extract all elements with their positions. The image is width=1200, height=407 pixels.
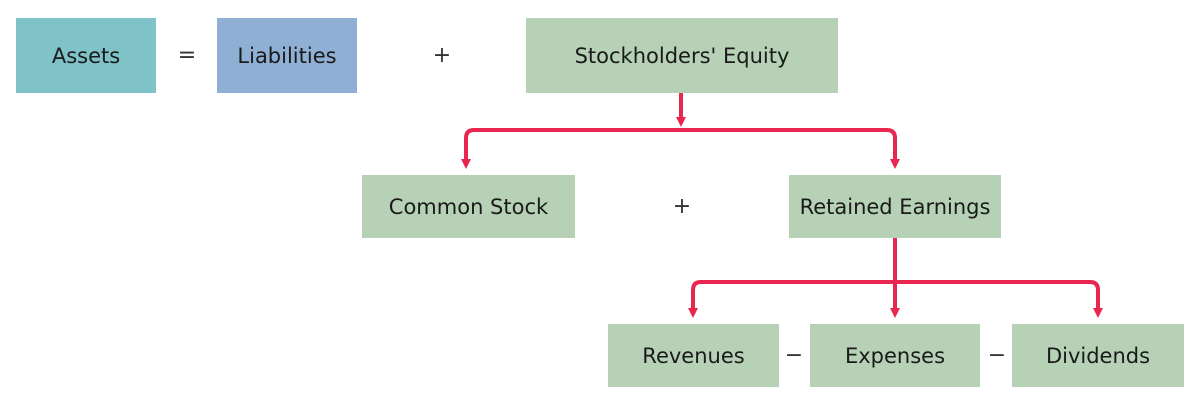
assets-label: Assets [51, 43, 121, 68]
stockholders-equity-label: Stockholders' Equity [574, 43, 790, 68]
dividends-label: Dividends [1045, 343, 1151, 368]
dividends-box: Dividends [1012, 324, 1184, 387]
equals-sign: = [177, 42, 197, 68]
minus-sign-2: − [987, 342, 1007, 368]
expenses-box: Expenses [810, 324, 980, 387]
plus-sign-row1: + [432, 42, 452, 68]
assets-box: Assets [16, 18, 156, 93]
plus-sign-row2: + [672, 193, 692, 219]
revenues-label: Revenues [642, 343, 745, 368]
stockholders-equity-box: Stockholders' Equity [526, 18, 838, 93]
liabilities-label: Liabilities [237, 43, 337, 68]
minus-sign-1: − [784, 342, 804, 368]
liabilities-box: Liabilities [217, 18, 357, 93]
retained-earnings-box: Retained Earnings [789, 175, 1001, 238]
common-stock-box: Common Stock [362, 175, 575, 238]
common-stock-label: Common Stock [388, 194, 549, 219]
equity-branch-line [464, 128, 897, 164]
revenues-box: Revenues [608, 324, 779, 387]
retained-earnings-label: Retained Earnings [799, 194, 991, 219]
expenses-label: Expenses [844, 343, 946, 368]
